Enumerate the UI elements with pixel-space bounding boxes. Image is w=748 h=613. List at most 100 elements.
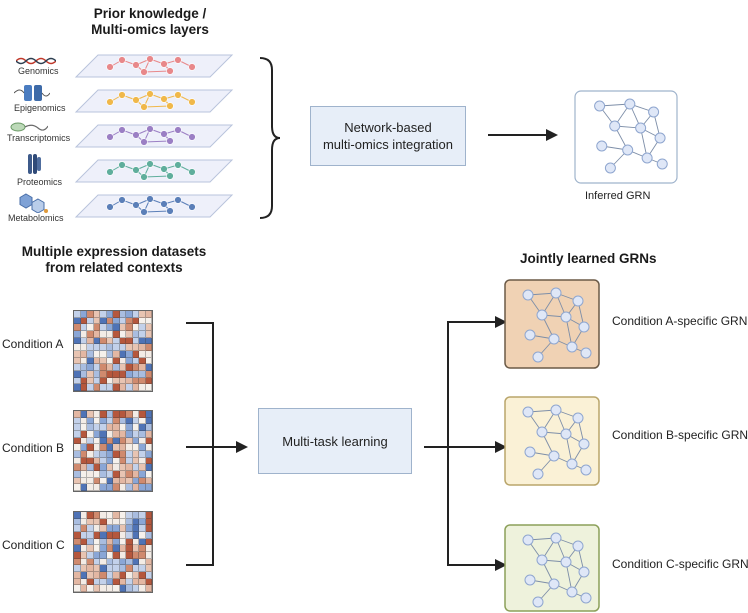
heatmap-cell (145, 324, 152, 331)
omics-label-proteomics: Proteomics (17, 177, 63, 187)
heatmap-cell (100, 377, 107, 385)
heatmap-cell (106, 417, 113, 425)
heatmap-cell (106, 437, 113, 445)
heatmap-cell (132, 538, 139, 546)
heatmap-cell (139, 384, 146, 391)
heatmap-cell (126, 370, 133, 378)
heatmap-cell (119, 370, 126, 378)
heatmap-cell (87, 324, 94, 331)
heatmap-cell (145, 545, 152, 552)
heatmap-cell (93, 450, 100, 458)
heatmap-cell (113, 377, 120, 385)
heatmap-cell (139, 551, 146, 559)
heatmap-cell (87, 430, 94, 438)
heatmap-cell (113, 337, 120, 345)
heatmap-cell (100, 457, 107, 465)
heatmap-cell (100, 350, 107, 358)
bottom-title-line2: from related contexts (45, 260, 183, 275)
heatmap-cell (126, 531, 133, 539)
heatmap-cell (87, 470, 94, 478)
heatmap-cell (93, 464, 100, 471)
heatmap-cell (74, 357, 81, 365)
mtl-box: Multi-task learning (258, 408, 412, 474)
heatmap-cell (100, 565, 107, 572)
heatmap-cell (87, 512, 94, 519)
inferred-grn-network (574, 90, 678, 184)
omics-label-epigenomics: Epigenomics (14, 103, 66, 113)
heatmap-cell (113, 538, 120, 546)
heatmap-cell (145, 531, 152, 539)
heatmap-cell (87, 384, 94, 391)
heatmap-cell (145, 337, 152, 345)
heatmap-cell (87, 457, 94, 465)
heatmap-cell (93, 484, 100, 491)
heatmap-cell (93, 558, 100, 566)
heatmap-cell (93, 512, 100, 519)
heatmap-cell (74, 578, 81, 586)
heatmap-cell (74, 551, 81, 559)
heatmap-cell (119, 578, 126, 586)
heatmap-cell (132, 384, 139, 391)
heatmap-cell (113, 531, 120, 539)
heatmap-cell (126, 558, 133, 566)
heatmap-cell (145, 538, 152, 546)
heatmap-cell (126, 571, 133, 579)
heatmap-cell (139, 585, 146, 592)
heatmap-cell (100, 558, 107, 566)
top-title-line2: Multi-omics layers (91, 22, 209, 37)
heatmap-cell (113, 350, 120, 358)
heatmap-cell (145, 525, 152, 532)
heatmap-cell (113, 311, 120, 318)
heatmap-cell (87, 311, 94, 318)
heatmap-cell (113, 324, 120, 331)
heatmap-cell (100, 384, 107, 391)
heatmap-cell (139, 531, 146, 539)
heatmap-cell (106, 330, 113, 338)
heatmap-cell (93, 457, 100, 465)
heatmap-cell (80, 477, 87, 485)
heatmap-cell (87, 531, 94, 539)
heatmap-cell (126, 545, 133, 552)
heatmap-cell (87, 444, 94, 451)
heatmap-cell (113, 357, 120, 365)
heatmap-cell (100, 512, 107, 519)
heatmap-cell (119, 464, 126, 471)
heatmap-cell (119, 384, 126, 391)
heatmap-cell (87, 377, 94, 385)
heatmap-cell (145, 551, 152, 559)
heatmap-cell (139, 565, 146, 572)
heatmap-cell (145, 565, 152, 572)
heatmap-cell (126, 364, 133, 371)
condition-b-label: Condition B (2, 441, 65, 455)
heatmap-cell (80, 364, 87, 371)
heatmap-cell (93, 311, 100, 318)
heatmap-cell (145, 518, 152, 526)
heatmap-cell (74, 424, 81, 431)
heatmap-cell (145, 311, 152, 318)
grn-a-label: Condition A-specific GRN (612, 314, 748, 328)
heatmap-cell (106, 384, 113, 391)
heatmap-cell (74, 311, 81, 318)
heatmap-cell (132, 364, 139, 371)
heatmap-cell (87, 370, 94, 378)
heatmap-cell (74, 411, 81, 418)
heatmap-cell (93, 545, 100, 552)
heatmap-cell (126, 578, 133, 586)
heatmap-cell (132, 411, 139, 418)
heatmap-cell (100, 525, 107, 532)
heatmap-cell (93, 538, 100, 546)
heatmap-cell (132, 317, 139, 325)
heatmap-cell (93, 330, 100, 338)
heatmap-cell (80, 324, 87, 331)
heatmap-cell (80, 384, 87, 391)
heatmap-cell (132, 558, 139, 566)
grn-b-label: Condition B-specific GRN (612, 428, 748, 442)
heatmap-cell (132, 350, 139, 358)
heatmap-cell (100, 364, 107, 371)
heatmap-cell (145, 484, 152, 491)
heatmap-cell (113, 430, 120, 438)
heatmap-b (73, 410, 153, 492)
heatmap-cell (126, 464, 133, 471)
heatmap-cell (80, 437, 87, 445)
heatmap-cell (119, 518, 126, 526)
